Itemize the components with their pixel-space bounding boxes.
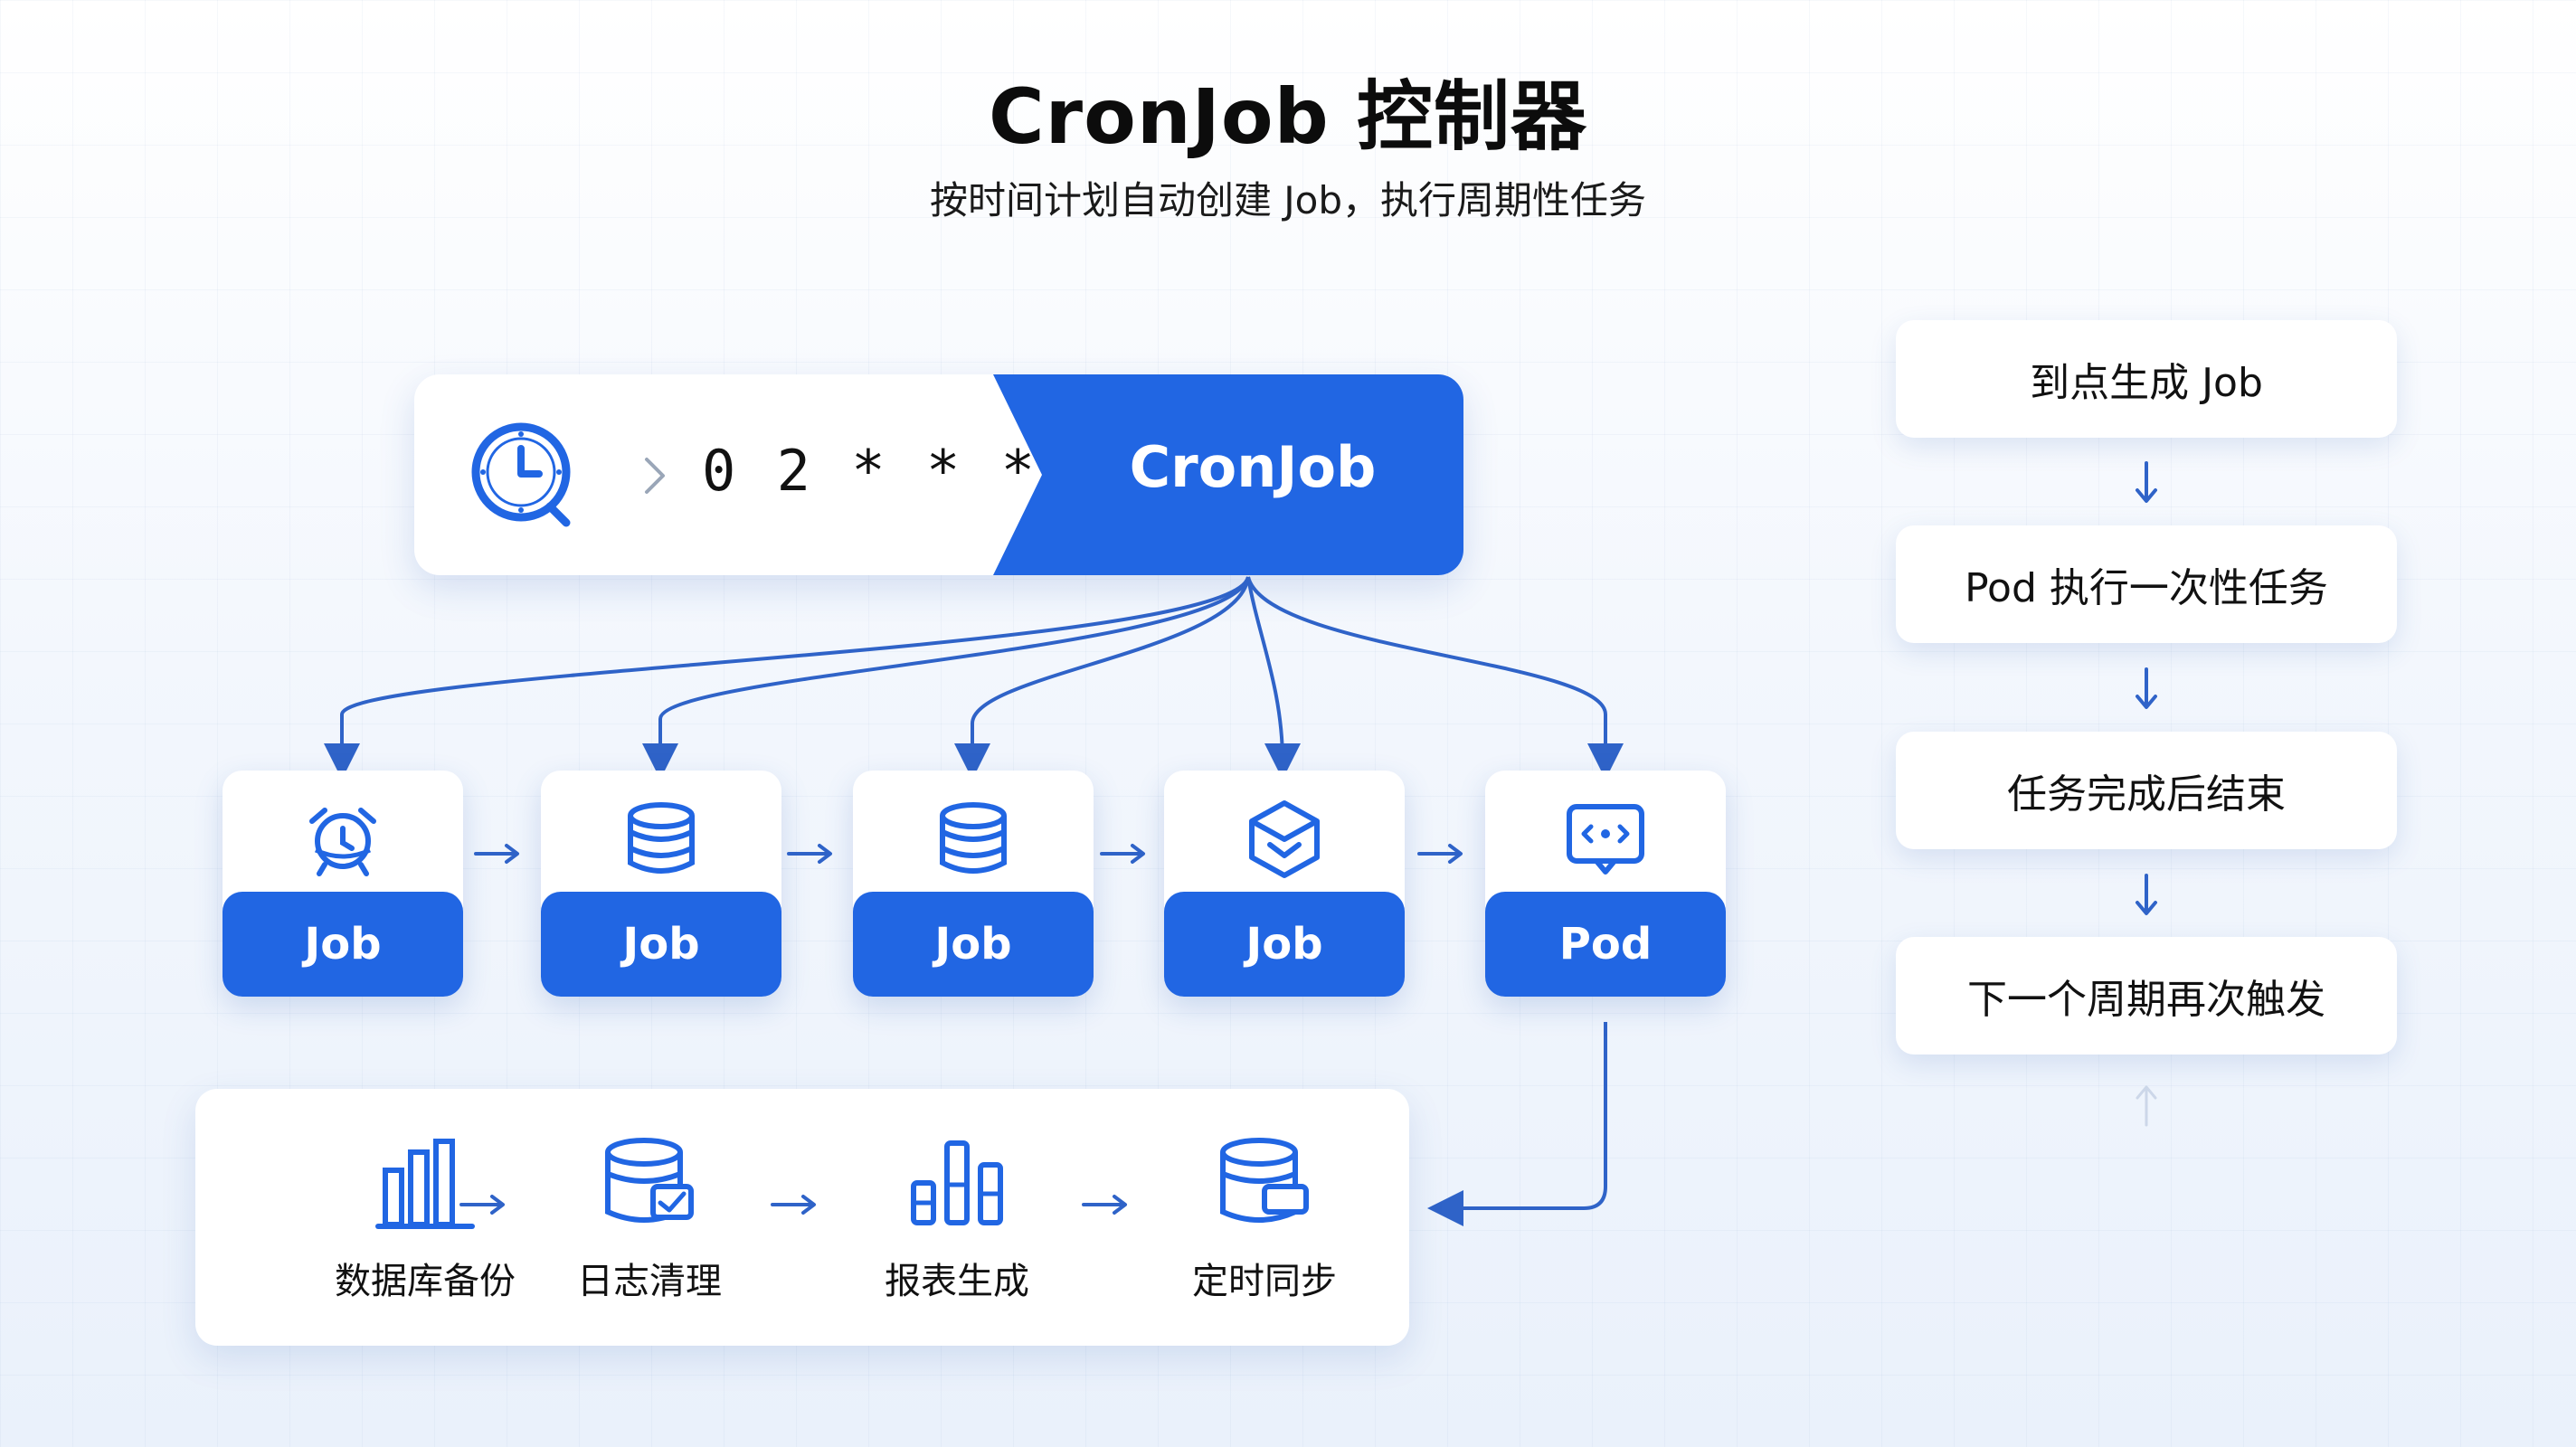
lifecycle-step-2: Pod 执行一次性任务	[1896, 525, 2397, 643]
arrow-up-icon	[2136, 1085, 2157, 1127]
arrow-down-icon	[2136, 874, 2157, 915]
use-case-label: 报表生成	[885, 1261, 1029, 1302]
bar-chart-icon	[375, 1139, 475, 1229]
job-card-1[interactable]: Job	[223, 771, 463, 997]
card-label: Job	[853, 892, 1094, 997]
arrow-right-icon	[474, 844, 519, 864]
arrow-right-icon	[459, 1195, 505, 1215]
use-case-item: 报表生成	[857, 1134, 1056, 1304]
cronjob-panel	[993, 374, 1463, 575]
lifecycle-step-3: 任务完成后结束	[1896, 732, 2397, 849]
job-card-4[interactable]: Job	[1164, 771, 1405, 997]
page-title: CronJob 控制器	[989, 72, 1587, 161]
schedule-bar: 0 2 * * * CronJob	[414, 374, 1463, 575]
card-label: Pod	[1485, 892, 1726, 997]
lifecycle-step-4: 下一个周期再次触发	[1896, 937, 2397, 1055]
database-icon	[940, 802, 1007, 874]
use-case-item: 日志清理	[550, 1134, 749, 1304]
job-card-2[interactable]: Job	[541, 771, 781, 997]
arrow-right-icon	[787, 844, 832, 864]
use-case-label: 日志清理	[577, 1261, 722, 1302]
job-card-3[interactable]: Job	[853, 771, 1094, 997]
clock-icon	[471, 422, 571, 527]
lifecycle-step-1: 到点生成 Job	[1896, 320, 2397, 438]
card-label: Job	[541, 892, 781, 997]
use-case-label: 定时同步	[1192, 1261, 1337, 1302]
pod-card[interactable]: Pod	[1485, 771, 1726, 997]
card-label: Job	[1164, 892, 1405, 997]
page-subtitle: 按时间计划自动创建 Job，执行周期性任务	[929, 178, 1647, 222]
database-check-icon	[605, 1138, 694, 1223]
cronjob-label: CronJob	[1129, 434, 1377, 500]
storage-sync-icon	[1220, 1138, 1309, 1223]
alarm-clock-icon	[309, 808, 376, 876]
report-bars-icon	[911, 1140, 1003, 1225]
use-case-label: 数据库备份	[335, 1261, 516, 1302]
use-case-panel: 数据库备份 日志清理 报表生成	[195, 1089, 1409, 1346]
database-icon	[628, 802, 695, 874]
arrow-right-icon	[1417, 844, 1463, 864]
use-case-item: 数据库备份	[326, 1134, 525, 1304]
card-label: Job	[223, 892, 463, 997]
package-box-icon	[1249, 800, 1320, 878]
use-case-item: 定时同步	[1165, 1134, 1364, 1304]
arrow-down-icon	[2136, 667, 2157, 709]
arrow-down-icon	[2136, 461, 2157, 503]
chevron-right-icon	[645, 458, 665, 494]
container-icon	[1567, 804, 1644, 875]
arrow-right-icon	[1082, 1195, 1127, 1215]
arrow-right-icon	[771, 1195, 816, 1215]
cron-expression: 0 2 * * *	[702, 438, 1038, 504]
arrow-right-icon	[1100, 844, 1145, 864]
